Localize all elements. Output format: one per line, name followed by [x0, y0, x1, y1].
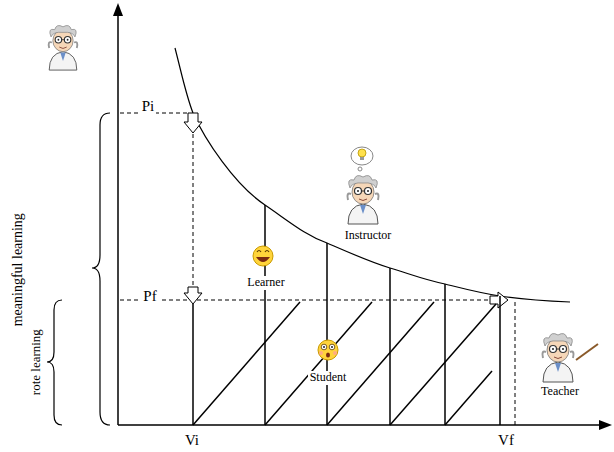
- figure-label: Student: [308, 371, 349, 384]
- axis-value: Pi: [140, 98, 157, 115]
- axis-value: Vi: [183, 432, 201, 449]
- figure-label: Instructor: [343, 229, 394, 242]
- axis-value: Vf: [496, 432, 516, 449]
- axis-value: Pf: [141, 288, 158, 305]
- brace-label: meaningful learning: [10, 211, 25, 328]
- figure-label: Teacher: [539, 385, 581, 398]
- brace-label: rote learning: [29, 327, 43, 397]
- figure-label: Learner: [245, 276, 286, 289]
